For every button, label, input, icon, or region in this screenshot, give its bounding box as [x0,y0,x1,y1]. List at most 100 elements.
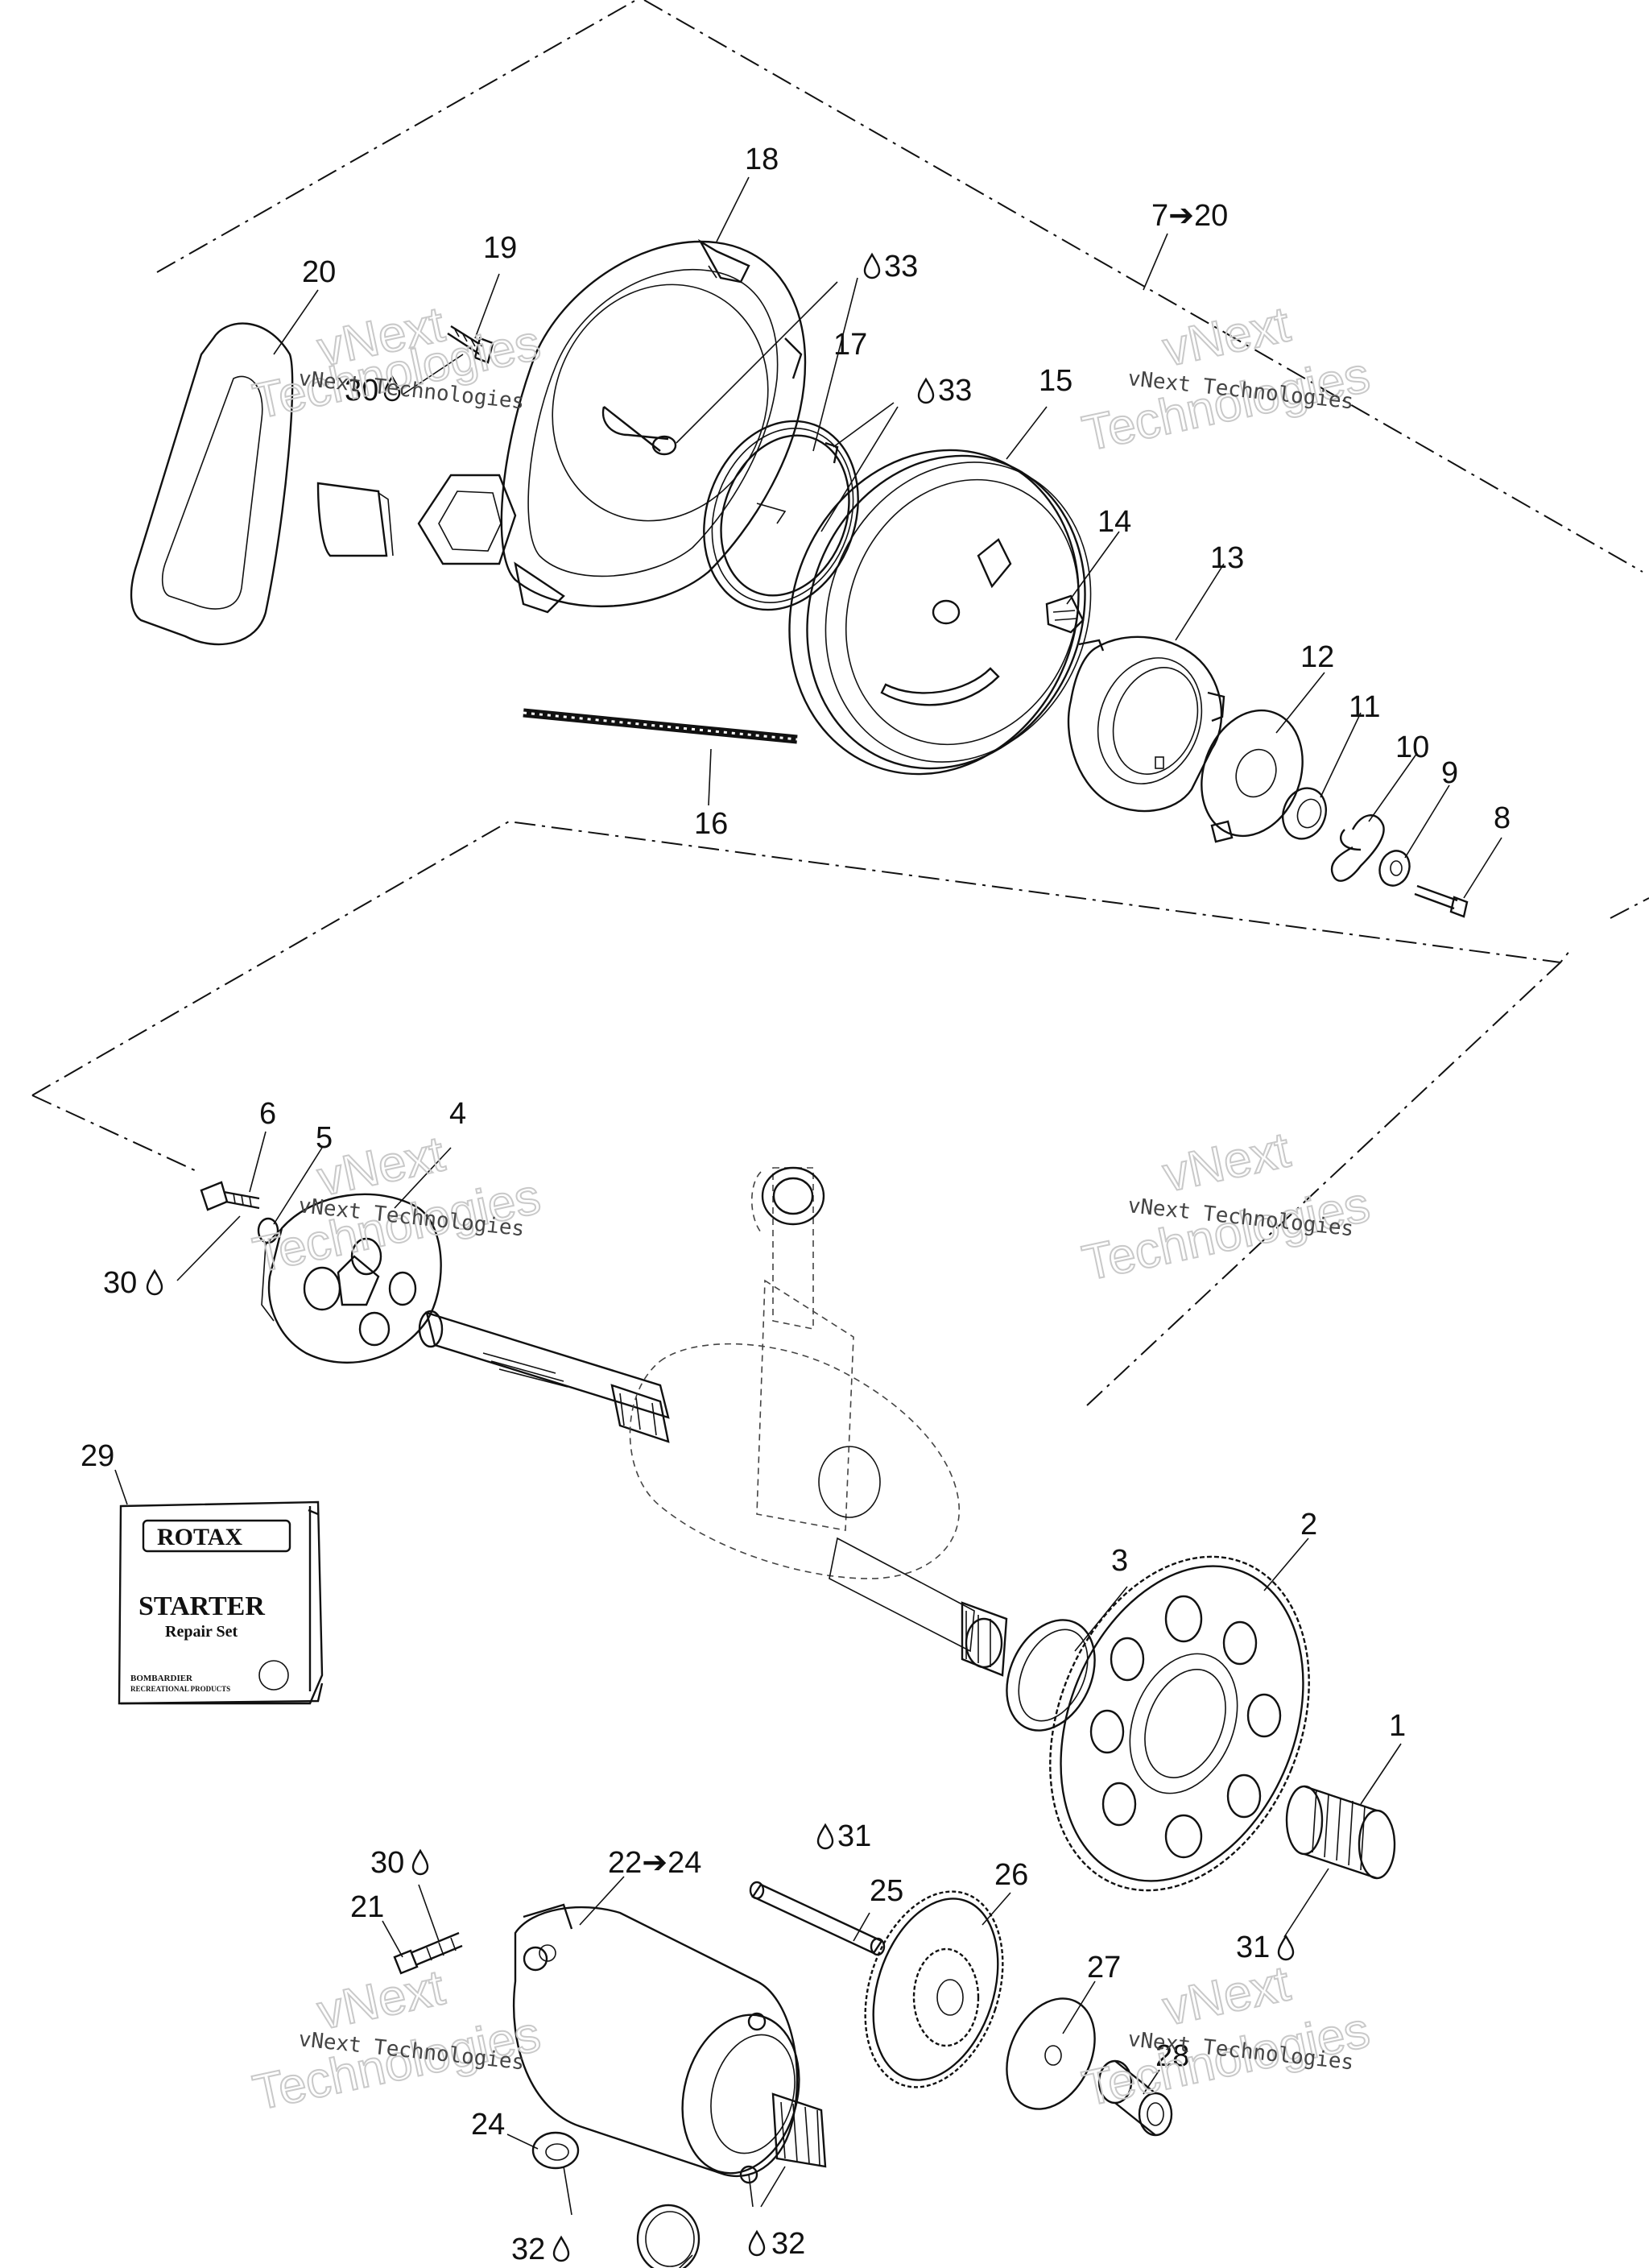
part-23-o-ring [636,2204,701,2268]
callout-20: 20 [302,255,336,289]
callout-4: 4 [449,1097,466,1131]
callout-12: 12 [1300,640,1334,674]
svg-text:33: 33 [938,374,972,408]
watermark-middle-right: vNext Technologies vNext Technologies [1077,1121,1375,1292]
svg-text:33: 33 [884,250,918,284]
svg-text:32: 32 [511,2233,545,2266]
svg-text:31: 31 [1236,1931,1270,1964]
svg-text:32: 32 [771,2227,805,2261]
callout-2: 2 [1300,1508,1317,1542]
callout-15: 15 [1039,364,1072,398]
drop-icon [748,2230,766,2257]
booklet-maker: BOMBARDIER [130,1674,193,1683]
drop-icon [411,1849,429,1876]
part-27-thrust-washer [1006,1997,1096,2110]
drop-icon [552,2236,570,2262]
callout-labels: 18 7➔20 19 20 17 15 14 13 12 11 10 9 8 1… [81,143,1511,2266]
callout-26: 26 [994,1858,1028,1892]
callout-27: 27 [1087,1951,1121,1984]
svg-text:30: 30 [103,1266,137,1300]
part-17-rewind-spring [703,420,859,611]
part-11-spacer [1282,787,1327,840]
watermark-middle-left: vNext Technologies vNext Technologies [248,1125,546,1284]
drop-icon [917,378,935,404]
drop-icon [816,1823,834,1850]
booklet-maker-sub: RECREATIONAL PRODUCTS [130,1685,230,1693]
callout-17: 17 [833,328,867,362]
callout-3: 3 [1111,1544,1128,1578]
callout-31-top: 31 [816,1819,871,1853]
part-9-washer [1378,850,1411,887]
watermark-lower-right: vNext Technologies vNext Technologies [1077,1955,1375,2117]
callout-13: 13 [1210,541,1244,575]
part-13-drive-plate [1067,635,1225,813]
svg-text:30: 30 [345,374,378,408]
crankshaft-reference [418,1166,1008,1677]
watermark-upper-right: vNext Technologies vNext Technologies [1077,296,1375,462]
part-14-pawl [1045,594,1085,634]
callout-30-bot: 30 [370,1846,429,1880]
drop-icon [863,253,881,279]
part-20-rope-handle [130,322,394,646]
part-6-bolt [200,1181,260,1211]
callout-19: 19 [483,231,517,265]
group-outline-recoil-starter [156,0,1649,919]
callout-11: 11 [1349,690,1380,724]
callout-8: 8 [1494,801,1511,835]
booklet-title: STARTER [138,1591,265,1621]
callout-31-bot: 31 [1236,1931,1295,1964]
callout-24: 24 [471,2108,505,2142]
callout-21: 21 [350,1890,384,1924]
part-29-repair-set-booklet: ROTAX STARTER Repair Set BOMBARDIER RECR… [118,1500,324,1705]
part-24-oil-seal [531,2131,580,2170]
callout-25: 25 [870,1874,903,1908]
part-8-screw [1414,884,1469,918]
svg-text:30: 30 [370,1846,404,1880]
part-25-gear-shaft [749,1881,886,1956]
callout-7-20: 7➔20 [1151,199,1228,233]
part-28-bushing [1097,2059,1173,2137]
callout-33-b: 33 [917,374,972,408]
part-15-rope-pulley [788,449,1092,776]
part-1-needle-bearing [1285,1785,1396,1880]
part-12-friction-plate [1201,709,1304,843]
part-3-shim [1006,1619,1096,1732]
booklet-brand: ROTAX [157,1524,242,1550]
callout-14: 14 [1097,505,1131,539]
svg-text:vNext: vNext [1159,1122,1295,1202]
callout-28: 28 [1155,2039,1189,2073]
part-26-intermediate-gear [864,1890,1004,2088]
callout-32-left: 32 [511,2233,570,2266]
drop-icon [146,1269,163,1296]
part-10-spring-clip [1330,814,1385,882]
callout-29: 29 [81,1439,114,1473]
callout-30-mid: 30 [103,1266,163,1300]
part-21-bolt [393,1931,463,1975]
group-outline-magneto [31,820,1571,1406]
part-18-starter-housing [417,238,807,614]
callout-5: 5 [316,1121,333,1155]
leader-lines [114,176,1502,2268]
part-5-washer [257,1217,279,1244]
callout-32-right: 32 [748,2227,805,2261]
callout-30-top: 30 [345,374,401,408]
callout-6: 6 [259,1097,276,1131]
callout-9: 9 [1441,756,1458,790]
callout-16: 16 [694,807,728,841]
part-19-screw [447,325,494,364]
callout-22-24: 22➔24 [608,1846,701,1880]
callout-18: 18 [745,143,779,176]
part-2-starter-ring-gear [1049,1555,1310,1892]
callout-1: 1 [1389,1709,1406,1743]
watermark-upper-left: vNext Technologies vNext Technologies [248,296,546,430]
part-16-starter-rope [523,708,798,744]
svg-text:31: 31 [837,1819,871,1853]
callout-10: 10 [1395,730,1429,764]
callout-33-a: 33 [863,250,918,284]
booklet-subtitle: Repair Set [165,1623,238,1641]
watermark-lower-left: vNext Technologies vNext Technologies [248,1959,546,2121]
part-22-starter-motor [512,1903,827,2184]
part-4-trigger-wheel [261,1193,442,1364]
